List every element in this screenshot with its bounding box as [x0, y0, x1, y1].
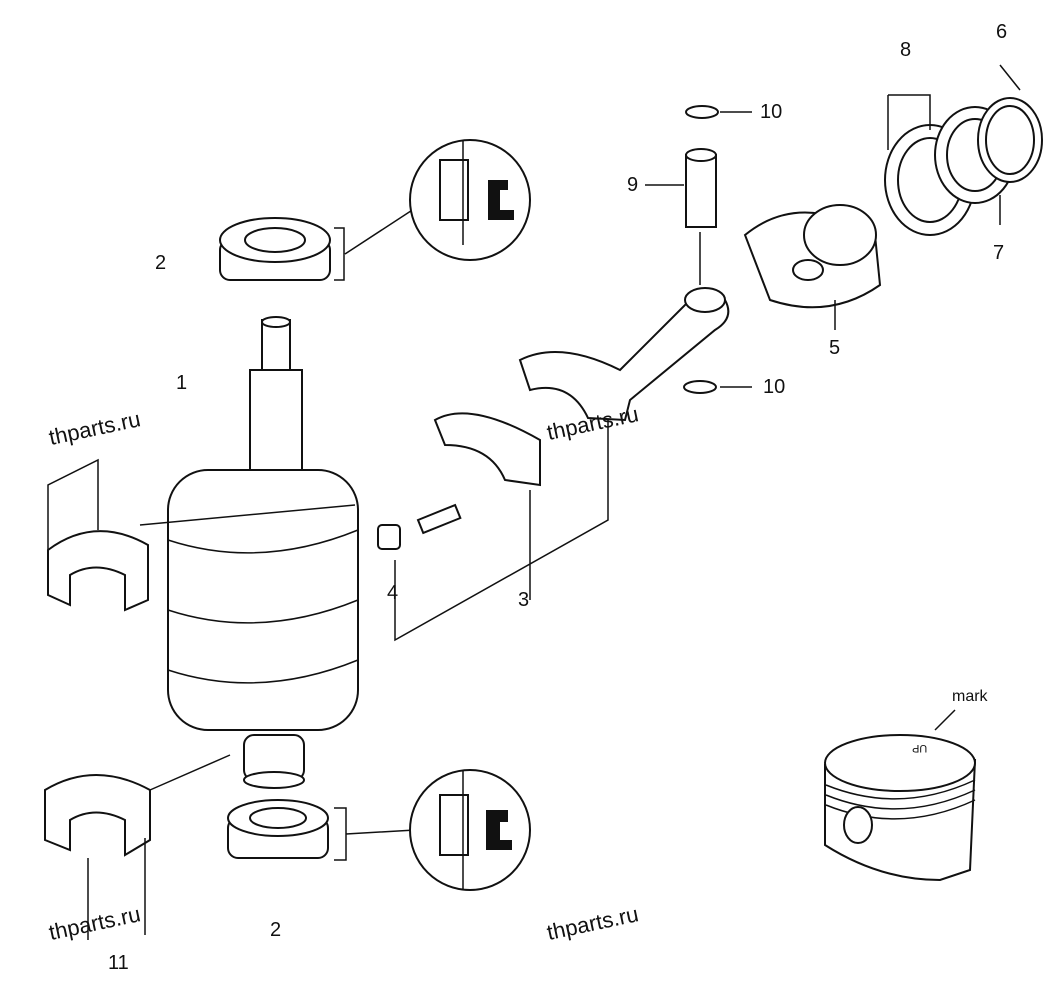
callout-3: 3 — [518, 589, 530, 611]
callout-10-top: 10 — [760, 101, 783, 123]
oil-seal-top — [219, 139, 531, 281]
piston-pin — [645, 105, 752, 394]
callout-6: 6 — [996, 21, 1008, 43]
crankshaft — [167, 316, 359, 789]
callout-2-bottom: 2 — [270, 919, 282, 941]
bearing-bottom — [44, 754, 231, 940]
callout-11: 11 — [108, 952, 129, 974]
callout-5: 5 — [829, 337, 841, 359]
oil-seal-bottom — [227, 769, 531, 891]
callout-2-top: 2 — [155, 252, 167, 274]
callout-9: 9 — [627, 174, 639, 196]
callout-8: 8 — [900, 39, 912, 61]
piston-mark-view — [824, 709, 977, 882]
mark-label: mark — [952, 688, 988, 705]
bearing-top — [47, 458, 356, 612]
callout-4: 4 — [387, 582, 399, 604]
callout-7: 7 — [993, 242, 1005, 264]
piston-rings — [884, 64, 1043, 236]
up-mark: UP — [912, 742, 928, 754]
piston — [743, 204, 882, 330]
connecting-rod — [377, 287, 730, 642]
callout-10-bottom: 10 — [763, 376, 786, 398]
callout-1: 1 — [176, 372, 188, 394]
